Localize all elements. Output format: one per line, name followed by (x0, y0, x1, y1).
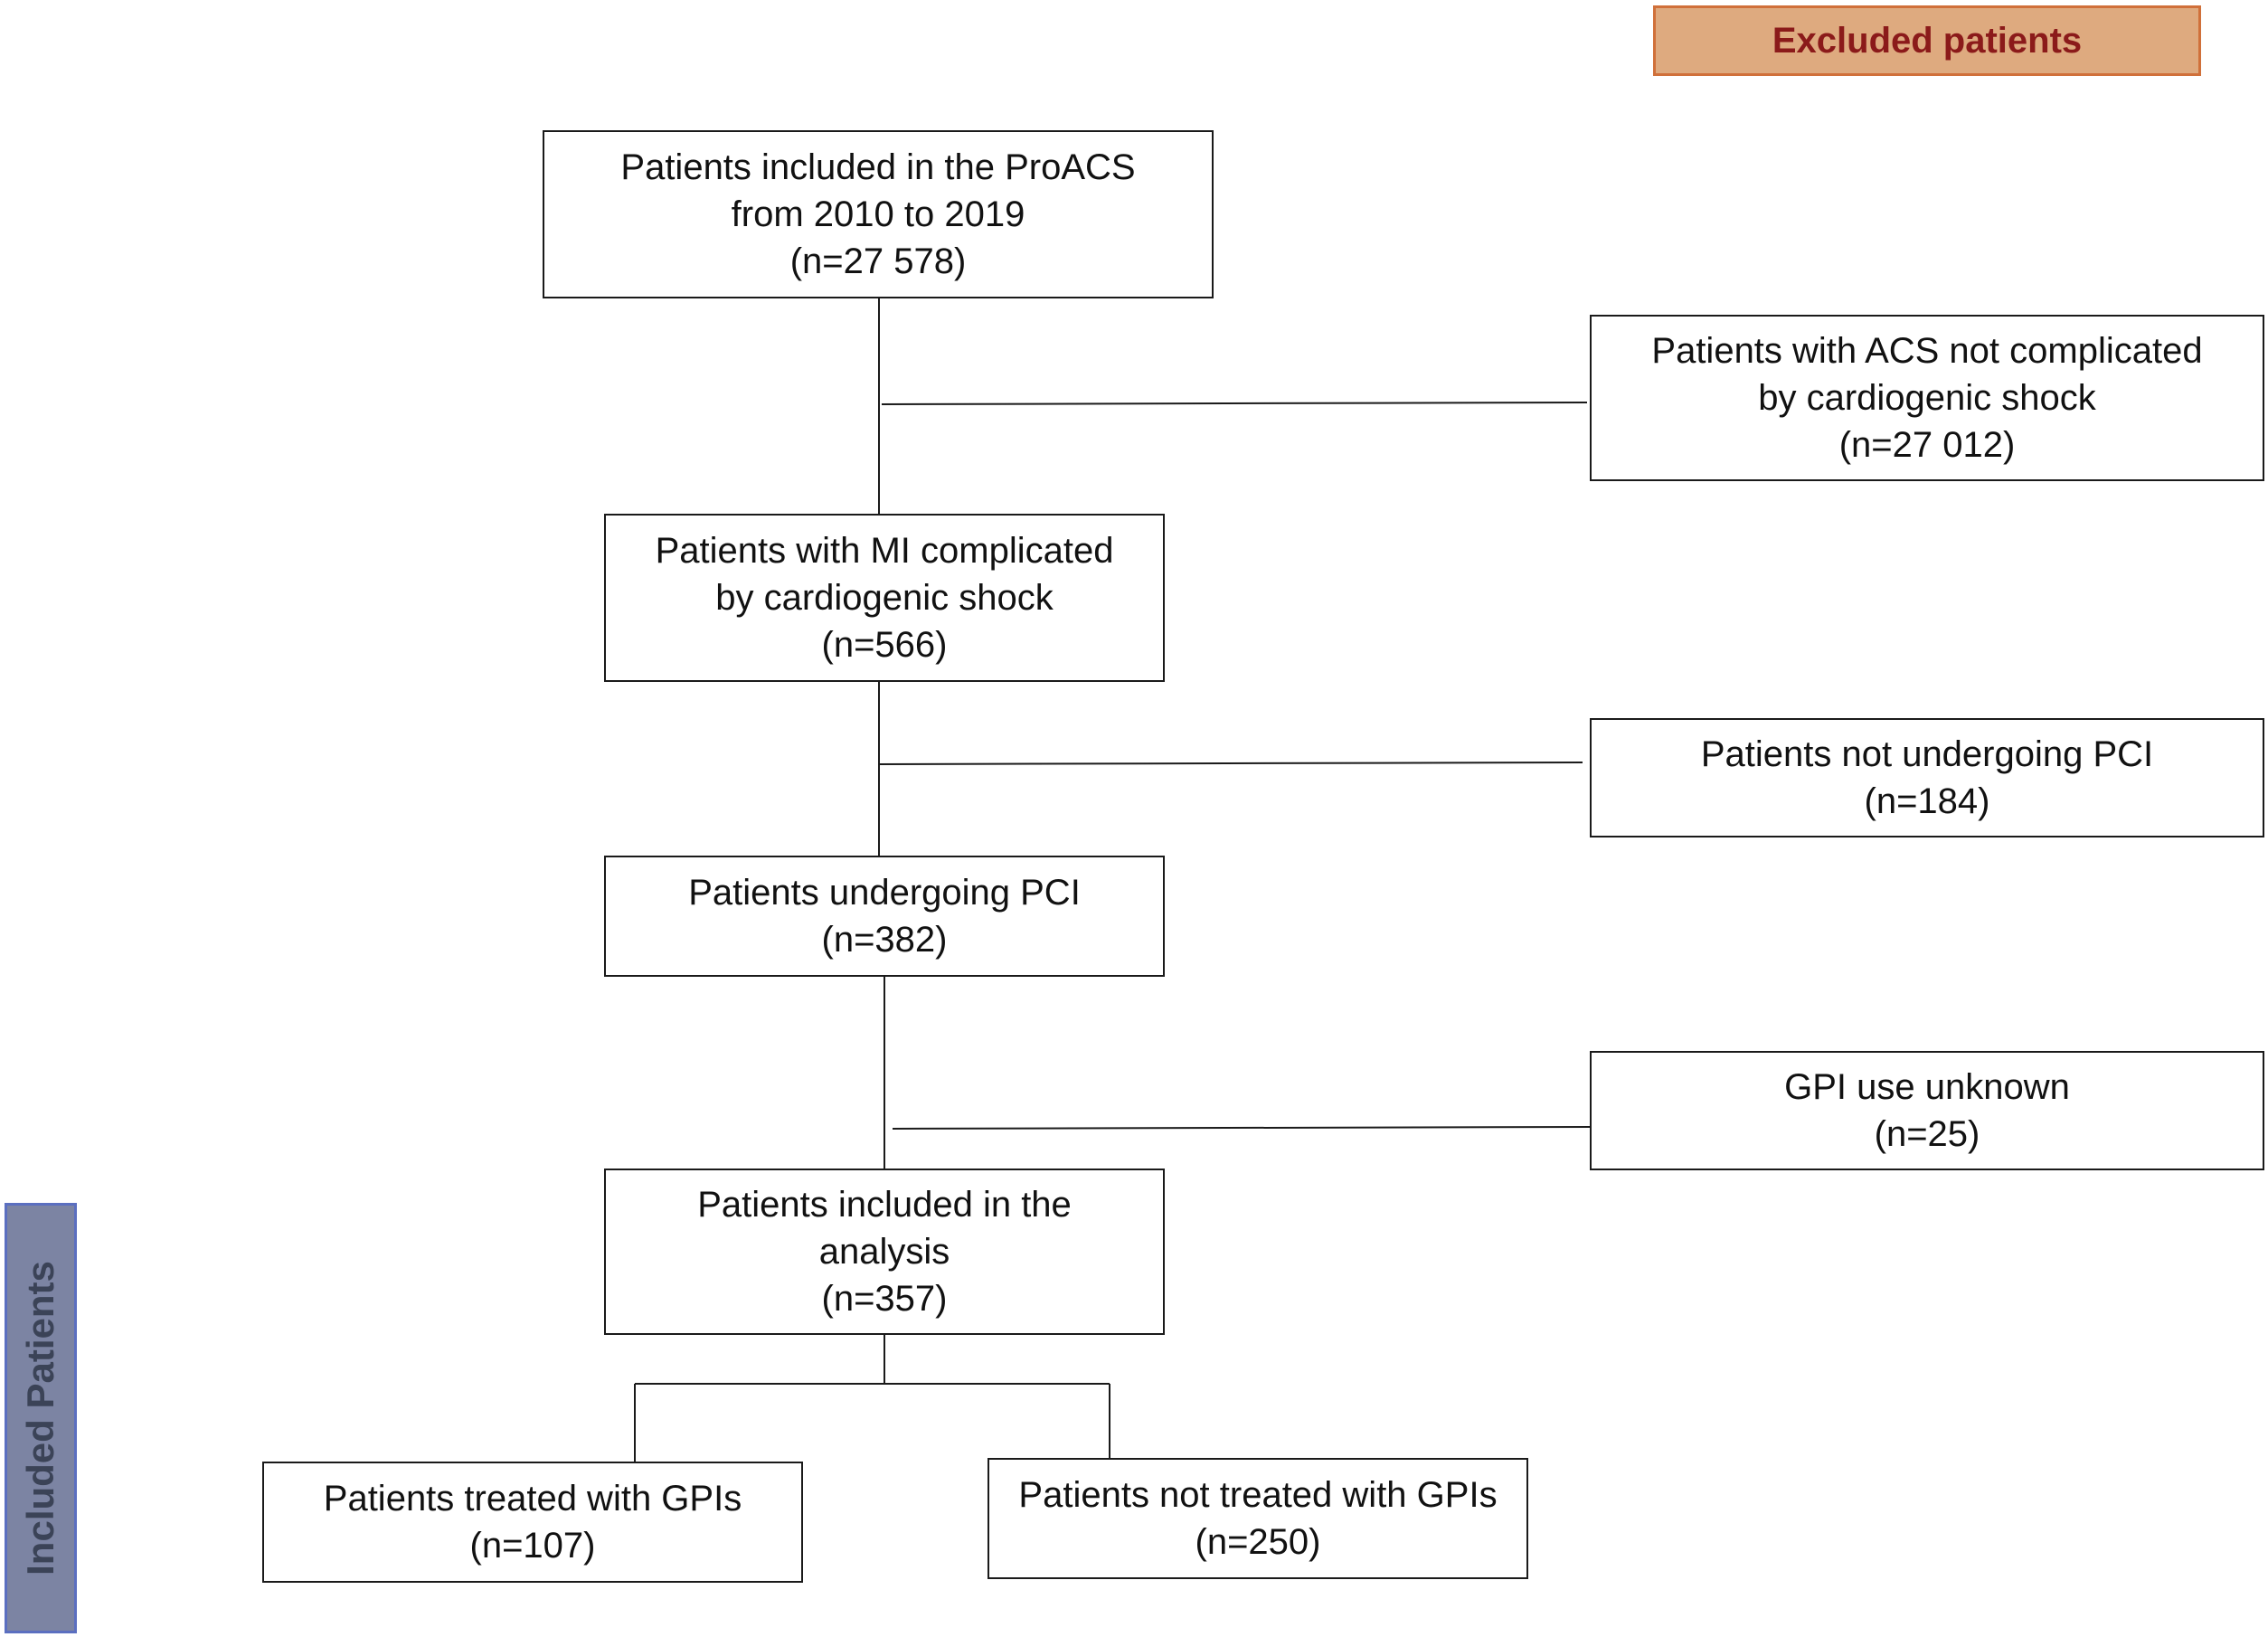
box-undergoing-pci: Patients undergoing PCI (n=382) (604, 856, 1165, 977)
box-acs-line-2: by cardiogenic shock (1758, 378, 2096, 418)
box-not-pci-count: (n=184) (1864, 781, 1990, 821)
box-not-undergoing-pci: Patients not undergoing PCI (n=184) (1590, 718, 2264, 837)
included-patients-label: Included Patients (19, 1261, 61, 1575)
box-gpi-use-unknown: GPI use unknown (n=25) (1590, 1051, 2264, 1170)
connector-branch-acs-excluded (881, 402, 1588, 405)
box-analysis-count: (n=357) (821, 1279, 948, 1319)
box-gpi-treated-line-1: Patients treated with GPIs (323, 1479, 742, 1519)
box-analysis-line-1: Patients included in the (697, 1185, 1072, 1225)
connector-branch-gpi-unknown (892, 1126, 1592, 1130)
box-gpi-unknown-count: (n=25) (1874, 1114, 1980, 1154)
box-pci-line-1: Patients undergoing PCI (688, 873, 1081, 913)
box-proacs-line-2: from 2010 to 2019 (731, 194, 1025, 234)
box-treated-with-gpis: Patients treated with GPIs (n=107) (262, 1462, 803, 1583)
box-acs-not-complicated: Patients with ACS not complicated by car… (1590, 315, 2264, 481)
box-mi-line-2: by cardiogenic shock (715, 578, 1054, 618)
box-pci-count: (n=382) (821, 920, 948, 960)
box-gpi-not-treated-line-1: Patients not treated with GPIs (1018, 1475, 1498, 1515)
excluded-patients-label: Excluded patients (1772, 20, 2083, 61)
box-proacs-cohort: Patients included in the ProACS from 201… (543, 130, 1214, 298)
box-acs-line-1: Patients with ACS not complicated (1651, 331, 2203, 371)
excluded-patients-header: Excluded patients (1653, 5, 2201, 76)
box-gpi-treated-count: (n=107) (469, 1526, 596, 1566)
box-gpi-not-treated-count: (n=250) (1195, 1522, 1321, 1562)
box-not-treated-with-gpis: Patients not treated with GPIs (n=250) (988, 1458, 1528, 1579)
box-included-in-analysis: Patients included in the analysis (n=357… (604, 1169, 1165, 1335)
box-proacs-line-1: Patients included in the ProACS (620, 147, 1136, 187)
box-mi-cardiogenic-shock: Patients with MI complicated by cardioge… (604, 514, 1165, 682)
box-mi-line-1: Patients with MI complicated (655, 531, 1114, 571)
connector-branch-not-pci (878, 762, 1583, 765)
box-analysis-line-2: analysis (818, 1232, 950, 1272)
box-mi-count: (n=566) (821, 625, 948, 665)
box-acs-count: (n=27 012) (1838, 425, 2016, 465)
included-patients-sidebar: Included Patients (5, 1203, 77, 1633)
box-not-pci-line-1: Patients not undergoing PCI (1700, 734, 2154, 774)
box-gpi-unknown-line-1: GPI use unknown (1784, 1067, 2070, 1107)
box-proacs-count: (n=27 578) (789, 241, 967, 281)
